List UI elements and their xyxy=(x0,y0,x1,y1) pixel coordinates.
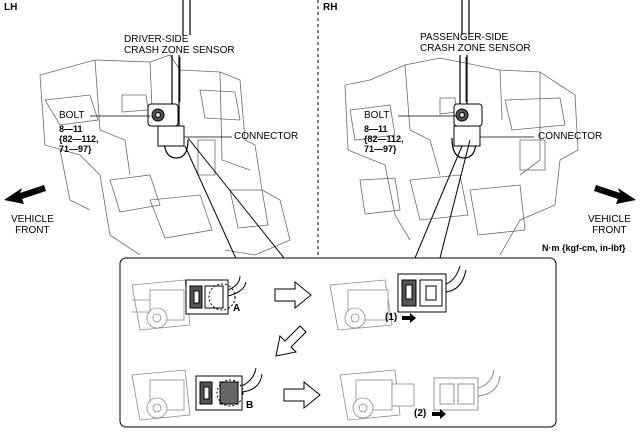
callout-b-label: B xyxy=(246,400,254,411)
detail-panel-2 xyxy=(329,265,467,331)
rh-crash-zone-sensor xyxy=(453,103,483,147)
lh-leaders xyxy=(90,57,232,138)
callout-a-label: A xyxy=(233,303,241,314)
lh-direction-label: VEHICLE FRONT xyxy=(11,214,54,236)
rh-bolt-label: BOLT xyxy=(364,110,390,121)
rh-direction-label: VEHICLE FRONT xyxy=(588,214,631,236)
step-2-arrow xyxy=(432,409,446,419)
lh-sensor-label: DRIVER-SIDE CRASH ZONE SENSOR xyxy=(124,34,235,56)
step-2-label: (2) xyxy=(414,408,427,419)
lh-vehicle-front-arrow xyxy=(4,185,46,204)
callout-a-circle xyxy=(208,283,236,311)
units-label: N·m {kgf-cm, in-lbf} xyxy=(542,243,626,253)
lh-vehicle-structure xyxy=(39,54,291,256)
rh-callout-lines xyxy=(414,139,471,259)
rh-leaders xyxy=(398,57,534,138)
rh-vehicle-structure xyxy=(344,57,579,256)
lh-torque-label: 8—11 {82—112, 71—97} xyxy=(59,124,99,154)
step-1-arrow xyxy=(402,313,416,323)
callout-b-circle xyxy=(216,379,244,407)
step-1-label: (1) xyxy=(385,312,398,323)
process-arrow-right-top xyxy=(274,280,312,310)
detail-panel-1 xyxy=(131,275,247,331)
rh-sensor-label: PASSENGER-SIDE CRASH ZONE SENSOR xyxy=(420,32,531,54)
process-arrow-right-bottom xyxy=(283,380,321,410)
lh-title: LH xyxy=(4,2,18,13)
detail-panel-3 xyxy=(131,367,263,421)
rh-title: RH xyxy=(323,2,338,13)
lh-connector-label: CONNECTOR xyxy=(234,131,299,142)
lh-crash-zone-sensor xyxy=(147,103,185,147)
rh-torque-label: 8—11 {82—112, 71—97} xyxy=(364,124,404,154)
detail-panel-4 xyxy=(339,369,501,421)
rh-connector-label: CONNECTOR xyxy=(538,131,603,142)
process-arrow-diagonal xyxy=(275,325,307,357)
lh-bolt-label: BOLT xyxy=(59,110,85,121)
rh-vehicle-front-arrow xyxy=(594,185,636,204)
